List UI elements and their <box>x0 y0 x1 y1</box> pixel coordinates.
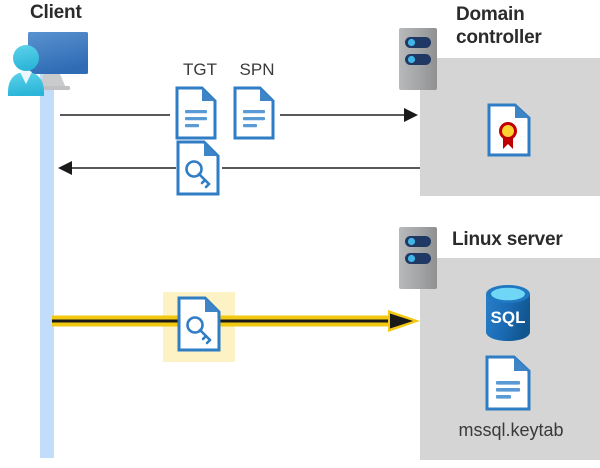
response-arrow-left <box>56 159 176 177</box>
auth-arrow-yellow <box>52 310 420 332</box>
tgt-document-icon <box>175 86 217 140</box>
linux-server-title: Linux server <box>452 229 563 250</box>
request-line-left-segment <box>60 114 170 116</box>
sql-icon-text: SQL <box>491 308 526 327</box>
auth-key-document-icon <box>177 296 221 352</box>
sql-database-icon: SQL <box>481 283 535 343</box>
tgt-label: TGT <box>183 60 217 79</box>
spn-label: SPN <box>239 60 275 79</box>
client-title: Client <box>30 2 82 23</box>
client-lifeline <box>40 74 54 458</box>
spn-document-icon <box>233 86 275 140</box>
domain-controller-title: Domain controller <box>456 3 596 49</box>
service-ticket-key-document-icon <box>176 140 220 196</box>
request-arrow-right <box>280 106 420 124</box>
response-line-right-segment <box>222 167 420 169</box>
keytab-document-icon <box>485 355 531 411</box>
domain-controller-title-line2: controller <box>456 27 542 48</box>
domain-controller-title-line1: Domain <box>456 4 525 25</box>
keytab-filename-label: mssql.keytab <box>458 420 564 440</box>
linux-server-rack-icon <box>398 226 440 290</box>
client-icon <box>6 26 94 98</box>
certificate-icon <box>487 103 531 157</box>
domain-controller-rack-icon <box>398 27 440 91</box>
